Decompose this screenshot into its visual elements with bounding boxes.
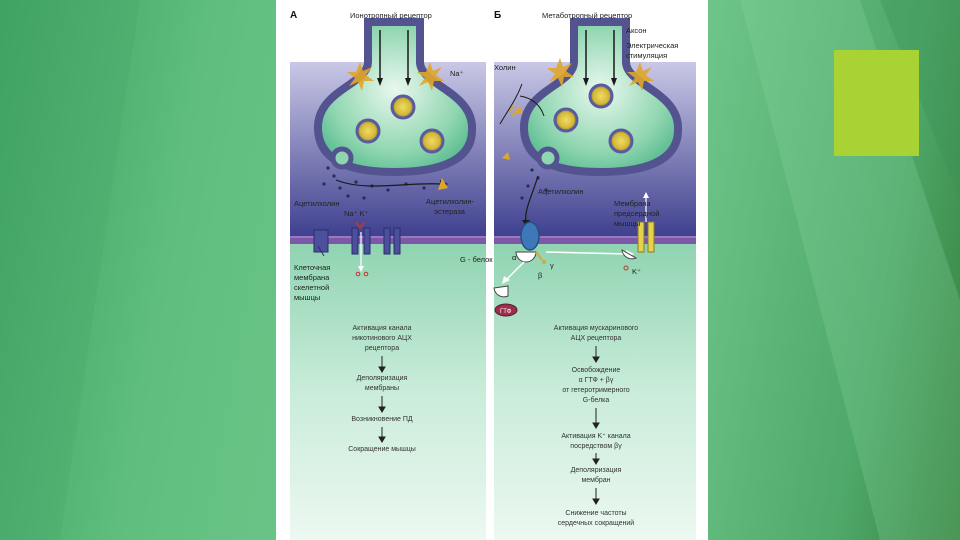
panel-a-step-2-line-1: Деполяризация	[357, 375, 408, 382]
panel-b-vesicles	[553, 83, 634, 154]
beta-label: β	[538, 271, 543, 280]
panel-b-step-2-line-4: G-белка	[583, 396, 610, 404]
choline-label: Холин	[494, 63, 516, 72]
panel-b-step-2-line-3: от гетеротримерного	[562, 387, 629, 394]
muscarinic-receptor	[515, 221, 546, 264]
panel-b-ach-label: Ацетилхолин	[538, 187, 584, 196]
alpha-label: α	[512, 253, 517, 262]
panel-a-step-arrows	[378, 356, 386, 443]
panel-a-step-2-line-2: мембраны	[365, 384, 399, 392]
panel-a-membrane-4: мышцы	[294, 293, 320, 302]
panel-b-title: Метаботропный рецептор	[542, 11, 632, 20]
panel-b-step-1-line-2: АЦХ рецептора	[571, 335, 622, 342]
panel-a-na-k-label: Na⁺ K⁺	[344, 209, 369, 218]
panel-b-step-2-line-2: α ГТФ + βγ	[579, 377, 614, 384]
panel-a-letter: А	[290, 10, 297, 21]
panel-a-step-4-line-1: Сокращение мышцы	[348, 446, 415, 453]
gbg-arrow	[545, 251, 629, 255]
panel-a-step-1-line-1: Активация канала	[353, 325, 412, 332]
panel-b-step-1-line-1: Активация мускаринового	[554, 325, 639, 332]
panel-a-membrane-2: мембрана	[294, 273, 330, 282]
panel-a-ach-label: Ацетилхолин	[294, 199, 340, 208]
panel-a-fusing-vesicle	[330, 146, 354, 170]
esterase-icon	[438, 178, 448, 190]
panel-b-step-3-line-2: посредством βγ	[570, 443, 622, 450]
panel-b-muscle	[494, 240, 696, 540]
panel-a-ach-molecules	[322, 166, 426, 200]
panel-b-steps: Активация мускаринового АЦХ рецептора Ос…	[554, 325, 639, 527]
panel-a-membrane-3: скелетной	[294, 283, 329, 292]
spark-icon	[547, 58, 574, 87]
panel-b-step-3-line-1: Активация K⁺ канала	[561, 433, 630, 440]
gtp-label: ГТФ	[500, 309, 512, 315]
spark-icon	[347, 62, 374, 91]
receptor-figure: А Ионотропный рецептор Na⁺ Na⁺ K⁺ Ацетил…	[276, 0, 708, 540]
g-protein-label: G - белок	[460, 255, 493, 264]
panel-b-step-2-line-1: Освобождение	[572, 366, 621, 374]
panel-a-na-label: Na⁺	[450, 69, 464, 78]
panel-a-channels	[313, 221, 401, 277]
axon-label: Аксон	[626, 26, 647, 35]
spark-icon	[627, 62, 654, 91]
spark-icon	[417, 62, 444, 91]
panel-b-membrane-2: предсердной	[614, 209, 659, 218]
k-ion-label: K⁺	[632, 267, 641, 276]
gamma-label: γ	[550, 261, 554, 270]
panel-a-esterase-1: Ацетилхолин-	[426, 197, 475, 206]
panel-a-step-1-line-2: никотинового АЦХ	[352, 335, 412, 342]
stimulation-label-2: стимуляция	[626, 51, 667, 60]
panel-b-step-5-line-2: сердечных сокращений	[558, 519, 635, 527]
panel-b-step-arrows	[592, 346, 600, 505]
panel-b-fusing-vesicle	[536, 146, 560, 170]
panel-a-muscle	[290, 240, 486, 540]
panel-a-membrane-1: Клеточная	[294, 263, 330, 272]
panel-a-vesicles	[355, 94, 445, 154]
panel-a-esterase-2: эстераза	[434, 207, 466, 216]
released-g-alpha	[493, 285, 518, 317]
panel-a-step-3-line-1: Возникновение ПД	[351, 416, 412, 423]
panel-b-step-4-line-1: Деполяризация	[571, 467, 622, 474]
panel-b-membrane-3: мышцы	[614, 219, 640, 228]
panel-b-step-4-line-2: мембран	[581, 476, 610, 484]
panel-b-step-5-line-1: Снижение частоты	[565, 510, 626, 517]
stimulation-label-1: Электрическая	[626, 41, 678, 50]
panel-b-letter: Б	[494, 10, 501, 21]
panel-b: Б Метаботропный рецептор Аксон Электриче…	[460, 10, 696, 540]
k-channel	[621, 192, 655, 271]
panel-a-step-1-line-3: рецептора	[365, 345, 399, 352]
panel-b-membrane	[494, 236, 696, 244]
panel-a-title: Ионотропный рецептор	[350, 11, 432, 20]
panel-b-membrane-1: Мембрана	[614, 199, 651, 208]
panel-a-steps: Активация канала никотинового АЦХ рецепт…	[348, 325, 415, 453]
accent-square	[834, 50, 919, 156]
panel-a: А Ионотропный рецептор Na⁺ Na⁺ K⁺ Ацетил…	[290, 10, 486, 540]
